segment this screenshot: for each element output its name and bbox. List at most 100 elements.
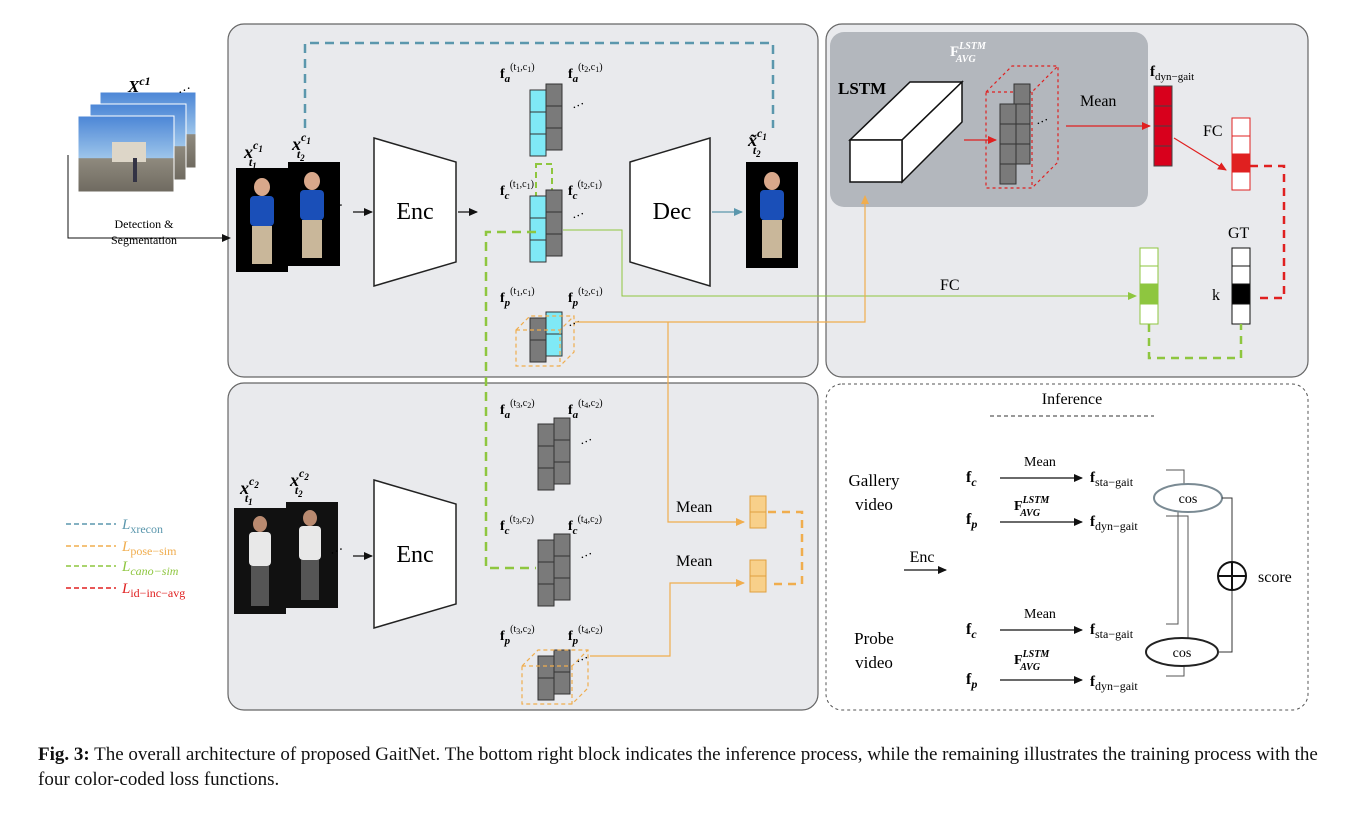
pose-mean-label-bottom: Mean [676, 553, 712, 570]
inference-panel [825, 383, 1309, 711]
legend-label-cano: Lcano−sim [121, 559, 179, 578]
feature-fa-t1c1: fa(t1,c1) [500, 62, 535, 85]
canonical-feature-stack-bottom [537, 533, 571, 607]
favg-cube-outline [985, 65, 1059, 189]
canonical-ellipsis-bottom: ··· [577, 546, 595, 565]
frame-t1-c1 [236, 168, 288, 272]
loss-legend: Lxrecon Lpose−sim Lcano−sim Lid−inc−avg [66, 517, 185, 600]
caption-text: The overall architecture of proposed Gai… [38, 744, 1318, 790]
probe-label-line2: video [855, 653, 893, 672]
favg-ellipsis: ··· [1033, 112, 1051, 131]
lstm-label: LSTM [838, 79, 886, 98]
pose-mean-path-bottom [590, 579, 745, 657]
cano-fc-path [563, 229, 1137, 300]
gallery-fp: fp [966, 511, 977, 531]
xrecon-loss-path [303, 41, 775, 128]
pose-cube-outline-bottom [521, 649, 589, 705]
pose-ellipsis-bottom: ··· [573, 650, 591, 669]
pose-mean-vectors [749, 495, 767, 593]
connector-gallery-sta [1166, 469, 1185, 486]
input-ellipsis: ··· [175, 81, 194, 101]
pose-to-lstm-path [575, 195, 869, 323]
caption-label: Fig. 3: [38, 744, 90, 765]
feature-labels-top: fa(t1,c1) fa(t2,c1) fc(t1,c1) fc(t2,c1) … [500, 62, 603, 309]
legend-label-xrecon: Lxrecon [121, 517, 163, 536]
canonical-feature-stack-top [529, 189, 563, 263]
probe-dyn-gait: fdyn−gait [1090, 674, 1138, 693]
gallery-fc: fc [966, 469, 977, 489]
feature-fc-t4c2: fc(t4,c2) [568, 514, 602, 537]
frame-t2-c2 [286, 502, 338, 608]
probe-label-line1: Probe [854, 629, 894, 648]
feature-fa-t4c2: fa(t4,c2) [568, 398, 603, 421]
appearance-ellipsis-bottom: ··· [577, 432, 595, 451]
cano-fc-label: FC [940, 277, 960, 294]
frames-ellipsis-bottom: ··· [328, 542, 347, 562]
lstm-block [848, 80, 964, 184]
gt-label: GT [1228, 225, 1250, 242]
feature-fa-t2c1: fa(t2,c1) [568, 62, 603, 85]
frames-ellipsis-top: ··· [328, 198, 347, 218]
feature-fa-t3c2: fa(t3,c2) [500, 398, 535, 421]
gallery-dyn-gait: fdyn−gait [1090, 514, 1138, 533]
detection-label-line2: Segmentation [111, 233, 177, 247]
gt-vector [1231, 247, 1251, 325]
connector-gallery-dyn [1166, 515, 1189, 640]
connector-probe-sta [1166, 510, 1179, 625]
favg-feature-stack [999, 83, 1031, 185]
id-loss-path [1250, 164, 1286, 300]
feature-fp-t3c2: fp(t3,c2) [500, 624, 535, 647]
feature-fp-t2c1: fp(t2,c1) [568, 286, 603, 309]
gt-k-label: k [1212, 287, 1220, 304]
pose-mean-path-top [667, 322, 745, 526]
connector-cos-gallery-sum [1222, 497, 1233, 562]
pose-mean-label-top: Mean [676, 499, 712, 516]
legend-label-id: Lid−inc−avg [121, 581, 185, 600]
detection-arrow [67, 155, 231, 242]
legend-label-pose: Lpose−sim [121, 539, 177, 558]
connector-probe-dyn [1166, 664, 1185, 677]
feature-fp-t1c1: fp(t1,c1) [500, 286, 535, 309]
inference-title: Inference [1042, 391, 1102, 408]
feature-labels-bottom: fa(t3,c2) fa(t4,c2) fc(t3,c2) fc(t4,c2) … [500, 398, 603, 647]
score-label: score [1258, 569, 1292, 586]
reconstructed-frame [746, 162, 798, 268]
encoder-top [373, 136, 457, 288]
fc-label-red: FC [1203, 123, 1223, 140]
input-sequence-label: Xc1 [127, 74, 151, 96]
input-video-frames [77, 91, 197, 193]
pose-cube-outline-top [515, 315, 575, 367]
feature-fc-t2c1: fc(t2,c1) [568, 179, 602, 202]
inference-enc-label: Enc [910, 549, 935, 566]
cos-probe-label: cos [1173, 646, 1192, 661]
appearance-ellipsis-top: ··· [569, 96, 587, 115]
pose-sim-loss-path [768, 510, 804, 586]
cano-loss-path-left [484, 230, 536, 570]
feature-fp-t4c2: fp(t4,c2) [568, 624, 603, 647]
mean-label-lstm: Mean [1080, 93, 1116, 110]
appearance-feature-stack-bottom [537, 417, 571, 491]
decoder-label: Dec [653, 199, 692, 225]
feature-fc-t1c1: fc(t1,c1) [500, 179, 534, 202]
dyn-gait-label: fdyn−gait [1150, 64, 1194, 83]
probe-sta-gait: fsta−gait [1090, 622, 1134, 641]
figure-caption: Fig. 3: The overall architecture of prop… [38, 742, 1338, 792]
connector-cos-probe-sum [1218, 590, 1233, 653]
dyn-gait-feature [1153, 85, 1173, 167]
gallery-label-line1: Gallery [849, 471, 900, 490]
probe-fp: fp [966, 671, 977, 691]
detection-label-line1: Detection & [115, 217, 175, 231]
encoder-bottom [373, 478, 457, 630]
pose-feature-stack-top [529, 311, 563, 363]
probe-fc: fc [966, 621, 977, 641]
arrow-dyngait-fc [1173, 137, 1227, 171]
appearance-feature-stack-top [529, 83, 563, 157]
